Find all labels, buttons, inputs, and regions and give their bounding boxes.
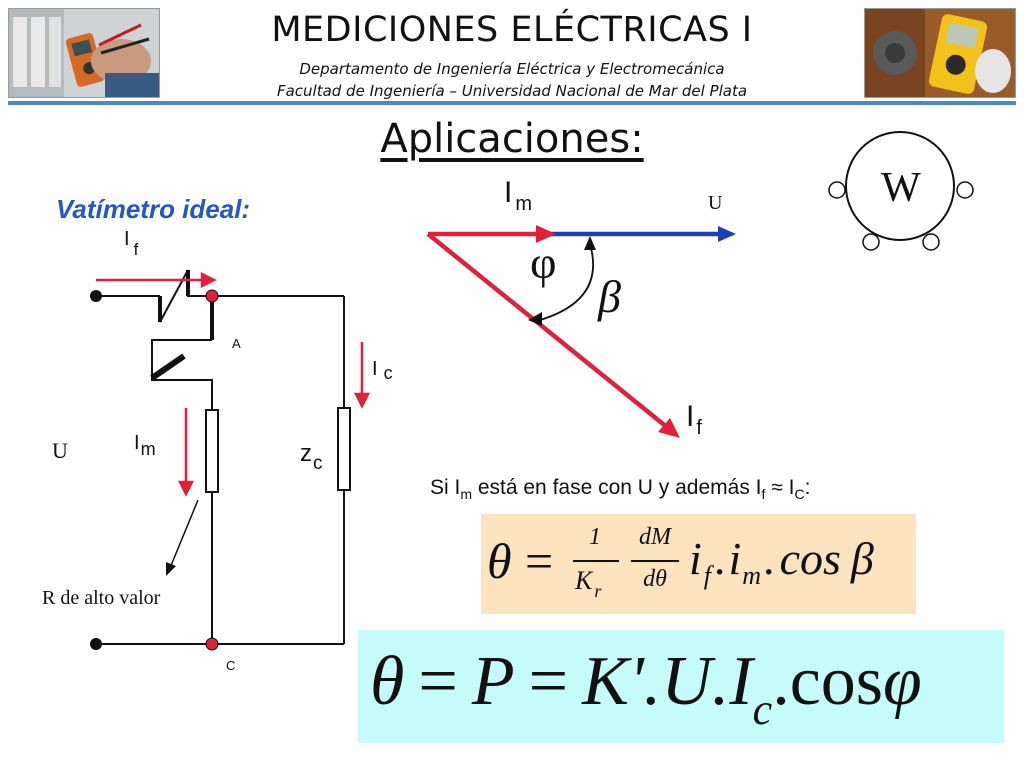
formula1-sub-f: f	[703, 561, 712, 590]
multimeter-photo-left	[8, 8, 160, 98]
label-if-phasor-sub: f	[696, 417, 702, 439]
phasor-im-head	[536, 225, 556, 243]
terminal-bottom-left	[90, 638, 102, 650]
condition-text: Si Im está en fase con U y además If ≈ I…	[430, 476, 811, 503]
wattmeter-terminal-left	[828, 181, 846, 199]
label-zc: zc	[300, 440, 323, 474]
section-subtitle: Vatímetro ideal:	[56, 194, 251, 224]
wattmeter-letter: W	[881, 165, 921, 211]
voltage-coil	[151, 339, 213, 410]
label-im-circuit-sub: m	[140, 439, 156, 459]
if-arrow-head	[200, 271, 217, 289]
label-u-phasor: U	[708, 192, 723, 214]
node-a-dot	[205, 289, 219, 303]
formula1-sub-m: m	[742, 561, 762, 590]
multimeter-photo-left-image	[9, 9, 159, 97]
section-title: Aplicaciones:	[380, 116, 644, 162]
formula1-denominator-2: dθ	[643, 566, 667, 592]
formula2-sub-c: c	[752, 685, 773, 734]
phasor-angle-arc-head-lower	[528, 312, 542, 326]
formula1-fraction-bar-1	[573, 560, 619, 562]
terminal-top-left	[90, 290, 102, 302]
label-im-phasor-sub: m	[515, 193, 533, 215]
resistor-pointer-line	[169, 499, 199, 569]
phasor-angle-arc	[539, 243, 595, 321]
multimeter-photo-right-image	[865, 9, 1015, 97]
header-divider	[8, 101, 1016, 105]
condition-sub-f: f	[761, 486, 766, 503]
formula1-theta: θ	[487, 533, 512, 589]
header-title: MEDICIONES ELÉCTRICAS I	[271, 10, 753, 50]
phasor-if-line	[426, 232, 670, 430]
formula1-fraction-bar-2	[631, 560, 679, 562]
formula2-expression: θ=P=K'.U.Ic.cosφ	[370, 643, 922, 734]
condition-sub-c: C	[794, 486, 805, 503]
wattmeter-terminal-right	[956, 181, 974, 199]
label-r-high-value: R de alto valor	[42, 587, 161, 609]
label-zc-sub: c	[313, 453, 323, 474]
wattmeter-terminal-bottom-right	[922, 233, 940, 251]
phasor-u-head	[718, 226, 736, 242]
formula1-denominator-1-sub: r	[594, 581, 602, 601]
phasor-angle-arc-head-upper	[584, 236, 596, 250]
formula-power-box: θ=P=K'.U.Ic.cosφ	[358, 630, 1004, 743]
header-subtitle-faculty: Facultad de Ingeniería – Universidad Nac…	[276, 82, 748, 100]
label-ic-circuit-sub: c	[383, 363, 393, 383]
label-node-c: C	[226, 658, 236, 673]
formula1-equals: =	[525, 533, 554, 589]
multimeter-photo-right	[864, 8, 1016, 98]
node-c-dot	[205, 637, 219, 651]
ic-arrow-head	[353, 392, 371, 409]
label-u-circuit: U	[52, 438, 68, 463]
im-arrow-head	[177, 480, 195, 497]
header-subtitle-department: Departamento de Ingeniería Eléctrica y E…	[299, 60, 725, 78]
wattmeter-circle	[845, 131, 955, 241]
resistor-pointer-head	[166, 562, 176, 576]
wattmeter-terminal-bottom-left	[862, 233, 880, 251]
voltage-coil-bar	[150, 353, 186, 381]
condition-sub-m: m	[460, 486, 473, 503]
label-im-circuit: Im	[134, 432, 156, 459]
label-node-a: A	[232, 336, 241, 351]
label-phi-phasor: φ	[530, 237, 557, 288]
formula1-numerator-1: 1	[589, 524, 601, 550]
phasor-if-head	[658, 418, 680, 438]
label-if-circuit-sub: f	[133, 240, 139, 259]
formula1-numerator-2: dM	[639, 524, 671, 550]
label-beta-phasor: β	[598, 271, 621, 322]
